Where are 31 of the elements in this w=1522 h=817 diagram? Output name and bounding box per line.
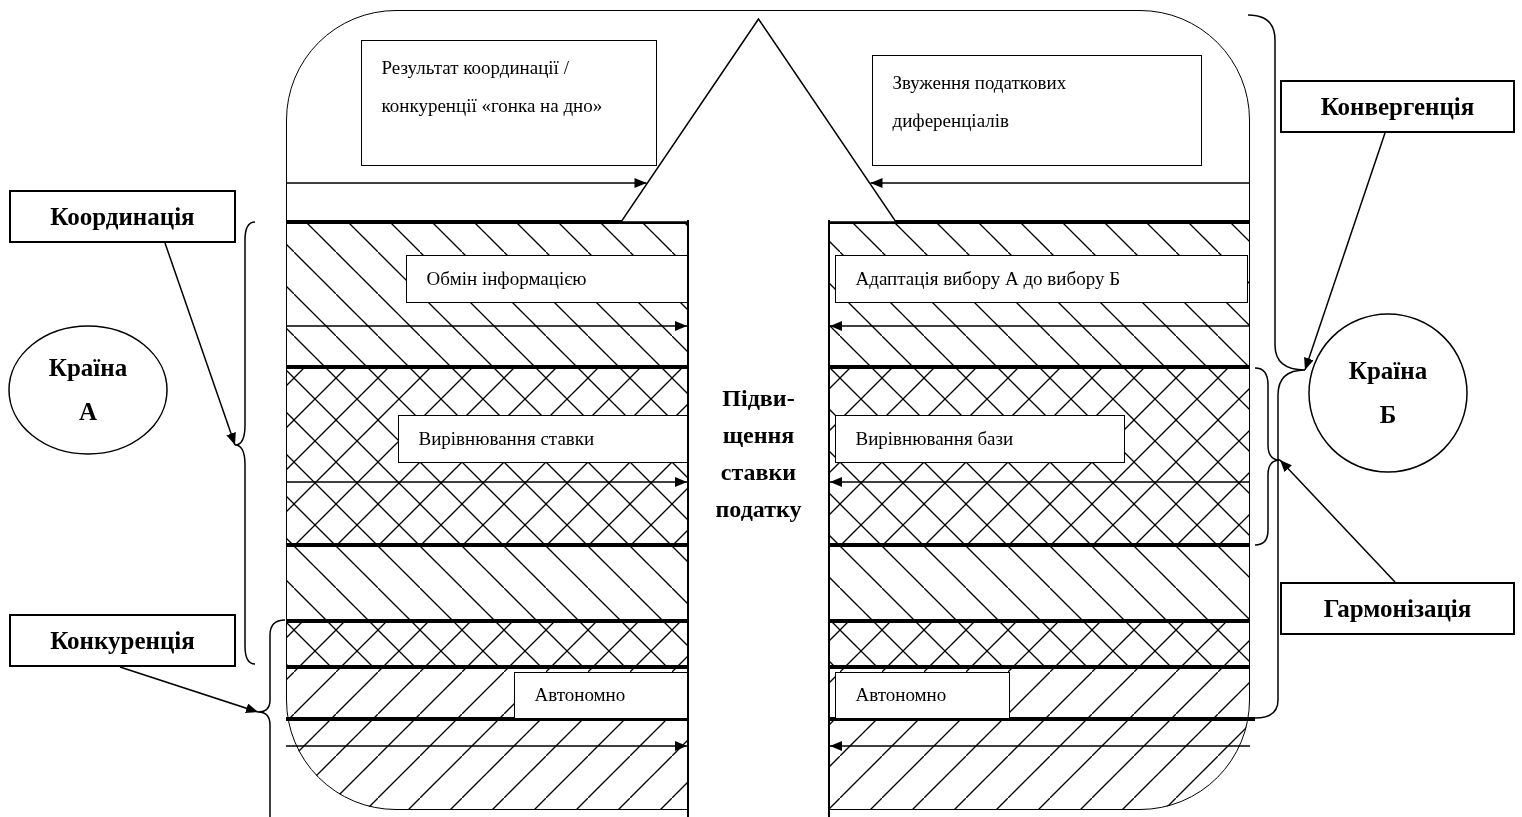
text-box: Автономно xyxy=(834,671,1010,719)
category-label: Конвергенція xyxy=(1280,80,1515,133)
arrow xyxy=(285,178,648,188)
arrow xyxy=(285,741,688,751)
text-box: Вирівнювання ставки xyxy=(397,414,688,463)
text-box: Вирівнювання бази xyxy=(834,414,1125,463)
leader-arrow xyxy=(119,666,259,714)
brace xyxy=(256,618,287,817)
country-ellipse: Країна Б xyxy=(1308,313,1468,473)
brace xyxy=(1246,13,1307,720)
category-label: Гармонізація xyxy=(1280,582,1515,635)
category-label: Координація xyxy=(9,190,236,243)
text-box: Автономно xyxy=(513,671,688,719)
arrow xyxy=(869,178,1251,188)
arrow xyxy=(829,321,1251,331)
leader-arrow xyxy=(1304,132,1386,371)
text-box: Результат координації / конкуренції «гонка на дно» xyxy=(360,39,657,166)
leader-arrow xyxy=(1279,459,1396,583)
text-box: Адаптація вибору А до вибору Б xyxy=(834,254,1248,303)
rounded-frame xyxy=(286,10,1250,810)
arrow xyxy=(829,477,1251,487)
text-box: Звуження податкових диференціалів xyxy=(871,54,1202,166)
category-label: Конкуренція xyxy=(9,614,236,667)
arrow xyxy=(829,741,1251,751)
column-band: Підви- щення ставки податку xyxy=(687,220,830,817)
leader-arrow xyxy=(164,242,236,446)
arrow xyxy=(285,321,688,331)
text-box: Обмін інформацією xyxy=(405,254,688,303)
country-ellipse: Країна А xyxy=(8,325,168,455)
brace xyxy=(233,220,257,666)
arrow xyxy=(285,477,688,487)
